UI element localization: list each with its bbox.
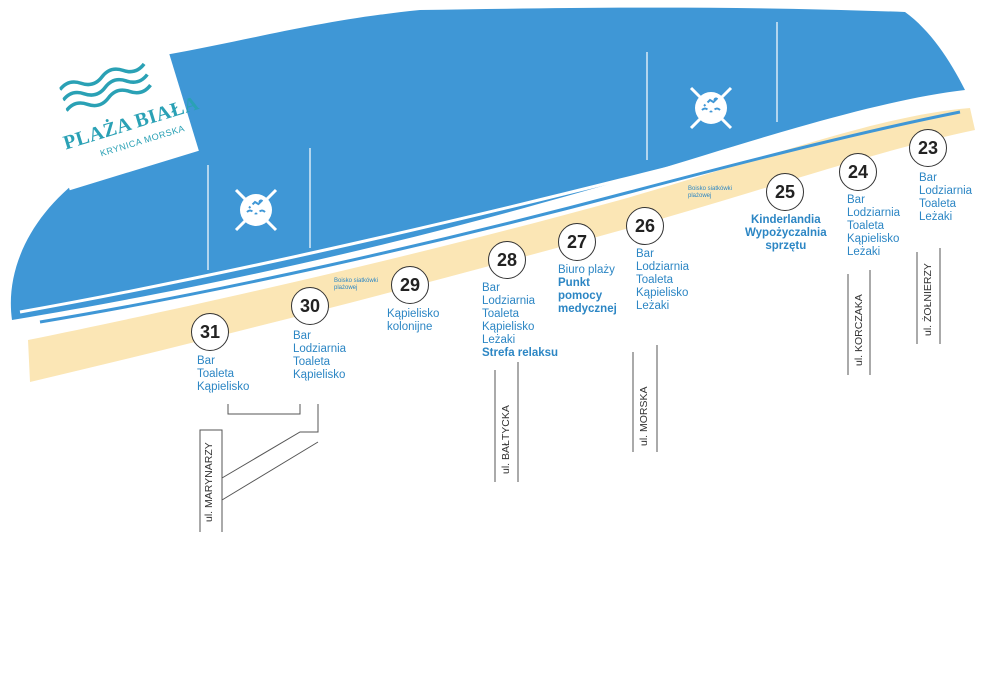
- exit-number-badge: 24: [839, 153, 877, 191]
- wave-lines-icon: [58, 62, 152, 112]
- exit-number-badge: 26: [626, 207, 664, 245]
- amenity-item: Bar: [293, 330, 311, 342]
- street-label-morska: ul. MORSKA: [638, 386, 650, 446]
- amenity-item: Kąpielisko: [482, 321, 535, 333]
- street-marynarzy-top: [227, 404, 301, 415]
- street-label-korczaka: ul. KORCZAKA: [853, 294, 865, 366]
- street-korczaka-outline: [847, 270, 871, 375]
- amenity-item: Leżaki: [482, 334, 516, 346]
- street-marynarzy-branch: [221, 404, 319, 501]
- amenity-item: Kąpielisko: [636, 287, 689, 299]
- amenity-item: Toaleta: [919, 198, 957, 210]
- amenity-item: Bar: [847, 194, 865, 206]
- amenity-item: Lodziarnia: [482, 295, 536, 307]
- volleyball-court-label: Boisko siatkówki plażowej: [334, 278, 379, 291]
- exit-number-badge: 25: [766, 173, 804, 211]
- amenity-item: Biuro plaży: [558, 264, 615, 276]
- amenity-highlight: Strefa relaksu: [482, 347, 559, 359]
- street-marynarzy-outline: [199, 429, 223, 532]
- amenity-item: Lodziarnia: [847, 207, 901, 219]
- amenity-item: Leżaki: [919, 211, 953, 223]
- amenity-item: Bar: [482, 282, 500, 294]
- exit-number-badge: 28: [488, 241, 526, 279]
- amenity-item: Toaleta: [482, 308, 520, 320]
- exit-number-badge: 31: [191, 313, 229, 351]
- surf-line: [19, 98, 961, 314]
- amenity-item: Toaleta: [636, 274, 674, 286]
- exit-number-badge: 27: [558, 223, 596, 261]
- street-label-baltycka: ul. BAŁTYCKA: [500, 405, 512, 474]
- streets: [199, 248, 941, 532]
- amenity-item: Leżaki: [636, 300, 670, 312]
- amenity-item: Lodziarnia: [919, 185, 973, 197]
- amenity-item: Kąpielisko: [387, 308, 440, 320]
- amenity-item: kolonijne: [387, 321, 433, 333]
- amenity-highlight: pomocy: [558, 290, 603, 302]
- sea-area: [10, 7, 965, 321]
- exit-number-badge: 29: [391, 266, 429, 304]
- street-label-marynarzy: ul. MARYNARZY: [203, 442, 215, 522]
- amenity-item: Toaleta: [293, 356, 331, 368]
- no-swimming-icon: [689, 86, 733, 130]
- amenity-item: Kąpielisko: [197, 381, 250, 393]
- amenity-item: Leżaki: [847, 246, 881, 258]
- amenity-highlight: Wypożyczalnia: [745, 227, 827, 239]
- amenity-item: Kąpielisko: [293, 369, 346, 381]
- amenity-highlight: Kinderlandia: [750, 214, 821, 226]
- amenity-item: Bar: [636, 248, 654, 260]
- no-swimming-icon: [234, 188, 278, 232]
- amenity-highlight: Punkt: [558, 277, 590, 289]
- amenity-item: Toaleta: [197, 368, 235, 380]
- amenity-item: Bar: [197, 355, 215, 367]
- street-morska-outline: [632, 345, 658, 452]
- amenity-highlight: sprzętu: [765, 240, 807, 252]
- volleyball-court-label: Boisko siatkówki plażowej: [688, 186, 733, 199]
- amenity-item: Bar: [919, 172, 937, 184]
- street-baltycka-outline: [494, 362, 519, 482]
- exit-number-badge: 30: [291, 287, 329, 325]
- amenity-highlight: medycznej: [558, 303, 617, 315]
- plaza-biala-logo: PLAŻA BIAŁA KRYNICA MORSKA: [36, 40, 202, 191]
- surf-line-2: [39, 110, 961, 324]
- exit-number-badge: 23: [909, 129, 947, 167]
- street-zolnierzy-outline: [916, 248, 941, 344]
- street-label-zolnierzy: ul. ŻOŁNIERZY: [922, 263, 934, 336]
- amenity-item: Toaleta: [847, 220, 885, 232]
- amenity-item: Kąpielisko: [847, 233, 900, 245]
- amenity-item: Lodziarnia: [636, 261, 690, 273]
- amenity-item: Lodziarnia: [293, 343, 347, 355]
